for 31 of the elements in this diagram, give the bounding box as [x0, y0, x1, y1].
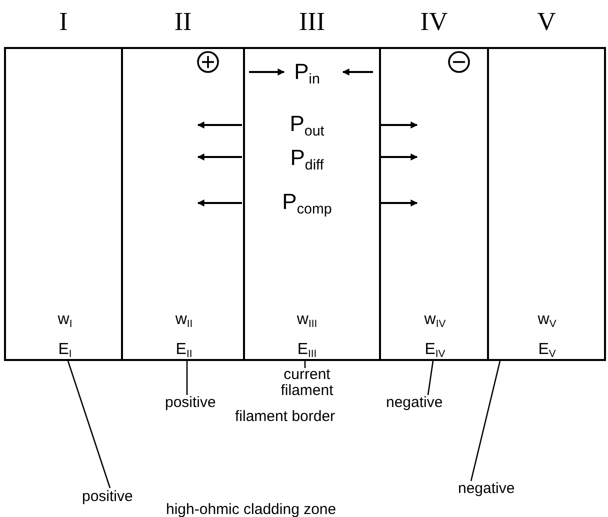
- positive-label: positive: [82, 489, 133, 505]
- power-term: P$_{in}$: [294, 61, 320, 87]
- zone-numeral: II: [174, 7, 192, 37]
- power-term: P$_{comp}$: [282, 191, 332, 217]
- negative-label: negative: [386, 395, 443, 411]
- positive-label: positive: [165, 395, 216, 411]
- leader-line: [304, 361, 306, 368]
- zone-numeral: I: [59, 7, 68, 37]
- zone-numeral: III: [299, 7, 325, 37]
- quantity-label: w$_{I}$: [58, 312, 72, 331]
- leader-line: [67, 360, 111, 488]
- leader-line: [427, 360, 434, 396]
- zone-label: high-ohmic cladding zone: [166, 502, 336, 517]
- negative-label: negative: [458, 481, 515, 497]
- quantity-label: w$_{III}$: [296, 312, 318, 331]
- quantity-label: E$_{I}$: [58, 342, 72, 361]
- quantity-label: E$_{IV}$: [424, 342, 446, 361]
- zone-label: filament border: [235, 409, 336, 425]
- power-term: P$_{diff}$: [290, 147, 324, 173]
- quantity-label: w$_{V}$: [538, 312, 556, 331]
- leader-line: [470, 360, 501, 482]
- power-term: P$_{out}$: [290, 113, 324, 139]
- quantity-label: w$_{IV}$: [424, 312, 446, 331]
- quantity-label: E$_{V}$: [538, 342, 556, 361]
- leader-line: [186, 361, 188, 395]
- quantity-label: w$_{II}$: [175, 312, 193, 331]
- quantity-label: E$_{III}$: [297, 342, 317, 361]
- current-filament-label: current filament: [272, 367, 342, 398]
- zone-numeral: IV: [420, 7, 448, 37]
- quantity-label: E$_{II}$: [176, 342, 192, 361]
- zone-numeral: V: [537, 7, 556, 37]
